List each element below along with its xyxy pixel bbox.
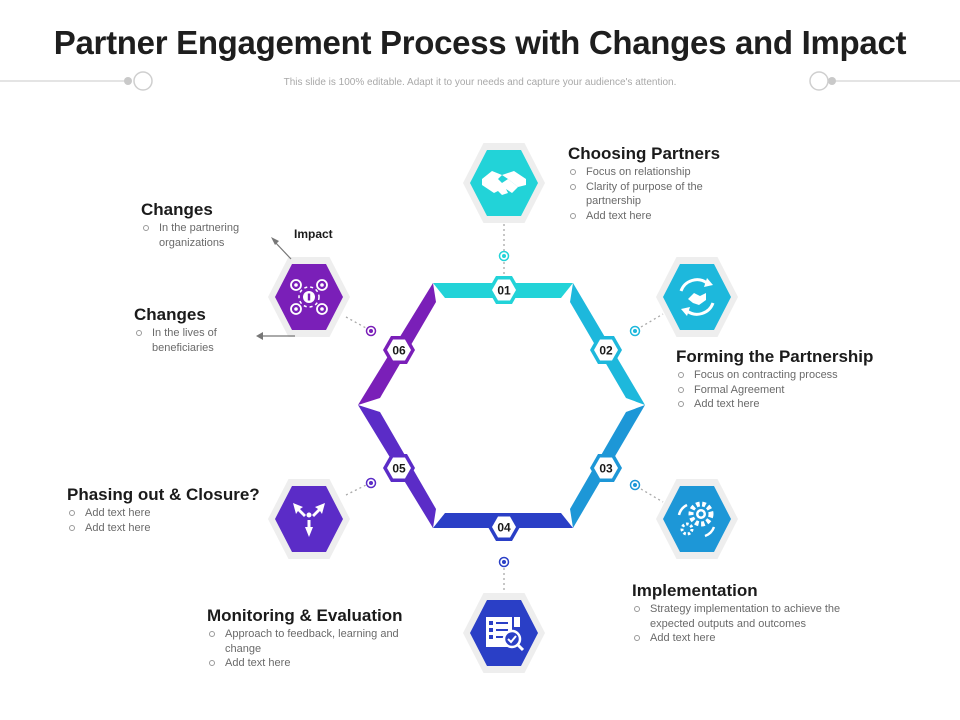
changes-organizations-bullets: In the partnering organizations [141,221,281,250]
badge-04: 04 [488,513,520,541]
hexagon-ring [358,283,645,528]
badge-02: 02 [590,336,622,364]
connectors [345,224,664,590]
step-03-bullets: Strategy implementation to achieve the e… [632,602,862,646]
bullet: In the lives of beneficiaries [134,326,254,355]
badge-05: 05 [383,454,415,482]
step-05-icon-hex [268,479,350,559]
number-badges: 01 02 03 04 05 06 [383,276,622,541]
step-03-heading: Implementation [632,581,758,600]
bullet: Focus on relationship [568,165,748,180]
step-03-text: Implementation Strategy implementation t… [632,581,862,646]
step-01-icon-hex [463,143,545,223]
badge-02-number: 02 [599,344,613,358]
changes-beneficiaries-text: Changes In the lives of beneficiaries [134,305,254,355]
bullet: Approach to feedback, learning and chang… [207,627,429,656]
step-02-text: Forming the Partnership Focus on contrac… [676,347,916,412]
step-01-bullets: Focus on relationship Clarity of purpose… [568,165,748,223]
changes-beneficiaries-bullets: In the lives of beneficiaries [134,326,254,355]
bullet: Add text here [632,631,862,646]
impact-arrows [256,237,295,340]
handshake-icon [482,171,526,195]
badge-01-number: 01 [497,284,511,298]
step-04-heading: Monitoring & Evaluation [207,606,403,625]
page-subtitle: This slide is 100% editable. Adapt it to… [283,77,677,88]
step-02-icon-hex [656,257,738,337]
step-05-text: Phasing out & Closure? Add text here Add… [67,485,287,535]
badge-03-number: 03 [599,462,613,476]
handshake-cycle-icon [679,278,715,316]
changes-beneficiaries-heading: Changes [134,305,206,324]
badge-04-number: 04 [497,521,511,535]
step-01-text: Choosing Partners Focus on relationship … [568,144,748,223]
step-03-icon-hex [656,479,738,559]
step-02-bullets: Focus on contracting process Formal Agre… [676,368,916,412]
impact-network-icon [290,279,328,315]
step-01-heading: Choosing Partners [568,144,721,163]
badge-03: 03 [590,454,622,482]
badge-06: 06 [383,336,415,364]
changes-organizations-heading: Changes [141,200,213,219]
title-divider [0,71,960,91]
step-05-bullets: Add text here Add text here [67,506,287,535]
converging-arrows-icon [293,503,325,537]
impact-label: Impact [294,227,333,241]
badge-01: 01 [488,276,520,304]
icon-hexagons [268,143,738,673]
step-04-bullets: Approach to feedback, learning and chang… [207,627,429,671]
bullet: Clarity of purpose of the partnership [568,180,748,209]
bullet: In the partnering organizations [141,221,281,250]
step-04-text: Monitoring & Evaluation Approach to feed… [207,606,429,671]
bullet: Add text here [207,656,429,671]
step-05-heading: Phasing out & Closure? [67,485,260,504]
badge-05-number: 05 [392,462,406,476]
bullet: Add text here [676,397,916,412]
connector-dots [365,250,641,568]
gears-cycle-icon [677,501,716,538]
bullet: Add text here [67,521,287,536]
bullet: Formal Agreement [676,383,916,398]
bullet: Add text here [67,506,287,521]
checklist-search-icon [486,617,525,652]
bullet: Strategy implementation to achieve the e… [632,602,862,631]
step-06-icon-hex [268,257,350,337]
changes-organizations-text: Changes In the partnering organizations [141,200,281,250]
badge-06-number: 06 [392,344,406,358]
bullet: Add text here [568,209,748,224]
step-04-icon-hex [463,593,545,673]
bullet: Focus on contracting process [676,368,916,383]
page-title: Partner Engagement Process with Changes … [53,24,907,61]
step-02-heading: Forming the Partnership [676,347,874,366]
